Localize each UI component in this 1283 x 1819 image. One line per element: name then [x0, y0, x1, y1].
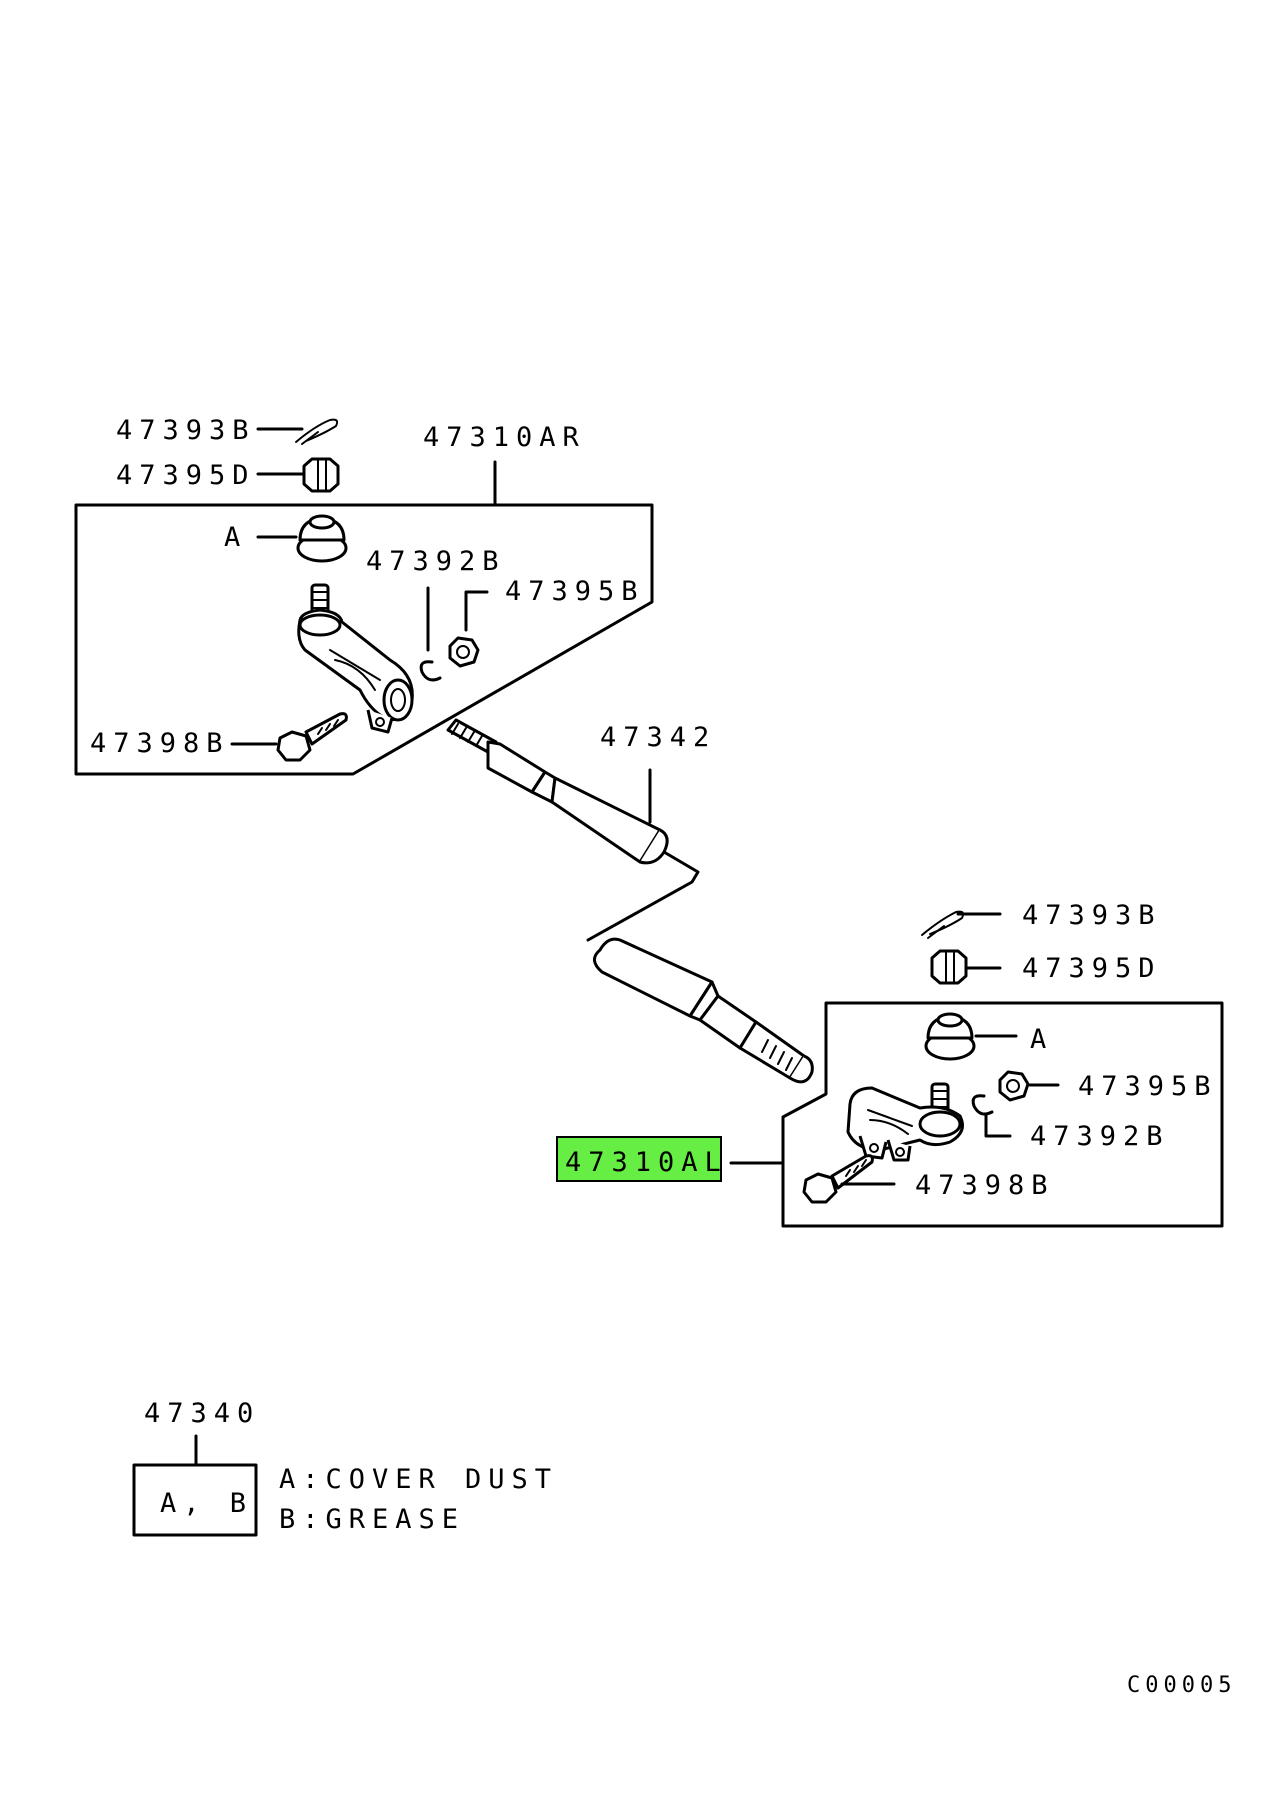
top-snap-ring-icon	[419, 660, 442, 682]
kit-group: 47340 A, B A:COVER DUST B:GREASE	[132, 1398, 558, 1537]
bottom-nut-icon	[998, 1070, 1030, 1102]
kit-box	[132, 1463, 258, 1537]
bottom-assembly-group: 47393B 47395D A 47395B 47392B	[556, 900, 1224, 1228]
bottom-cotter-pin-icon	[921, 910, 965, 939]
label-top-assembly[interactable]: 47310AR	[423, 422, 586, 453]
top-dust-cover-icon	[296, 514, 348, 563]
tie-rod-group: 47342	[446, 718, 814, 1084]
rod-break-line	[586, 850, 700, 942]
label-top-cotter-pin[interactable]: 47393B	[116, 415, 256, 446]
label-bottom-snap-ring[interactable]: 47392B	[1030, 1121, 1170, 1152]
top-assembly-outline	[74, 503, 654, 776]
top-cotter-pin-icon	[295, 418, 339, 445]
bottom-assembly-outline	[781, 1001, 1224, 1228]
label-top-castle-nut[interactable]: 47395D	[116, 460, 256, 491]
legend-b: B:GREASE	[279, 1504, 465, 1535]
highlight-bottom-assembly[interactable]	[556, 1136, 722, 1182]
label-kit[interactable]: 47340	[144, 1398, 260, 1429]
top-castle-nut-icon	[302, 457, 340, 493]
bottom-bolt-icon	[802, 1154, 874, 1204]
label-bottom-cotter-pin[interactable]: 47393B	[1022, 900, 1162, 931]
upper-rod-icon	[446, 718, 669, 865]
bottom-castle-nut-icon	[930, 949, 968, 985]
label-top-snap-ring[interactable]: 47392B	[366, 546, 506, 577]
label-top-cover[interactable]: A	[224, 522, 247, 553]
leader-bottom-snap-ring	[984, 1112, 1012, 1138]
top-nut-icon	[448, 636, 480, 668]
leader-top-nut	[464, 590, 489, 632]
lower-rod-icon	[593, 937, 814, 1084]
diagram-code: C00005	[1127, 1673, 1236, 1698]
bottom-dust-cover-icon	[924, 1012, 976, 1061]
top-bolt-icon	[276, 712, 348, 762]
label-bottom-cover[interactable]: A	[1030, 1024, 1053, 1055]
label-top-nut[interactable]: 47395B	[505, 576, 645, 607]
label-bottom-assembly[interactable]: 47310AL	[565, 1147, 728, 1178]
label-bottom-bolt[interactable]: 47398B	[915, 1170, 1055, 1201]
kit-box-label: A, B	[160, 1488, 253, 1519]
bottom-snap-ring-icon	[971, 1094, 994, 1116]
label-bottom-castle-nut[interactable]: 47395D	[1022, 953, 1162, 984]
label-bottom-nut[interactable]: 47395B	[1078, 1071, 1218, 1102]
top-assembly-group: 47310AR 47393B 47395D A 47392B 47395B	[74, 415, 654, 776]
legend-a: A:COVER DUST	[279, 1464, 558, 1495]
bottom-tie-rod-end-icon	[846, 1082, 964, 1162]
label-rod[interactable]: 47342	[600, 722, 716, 753]
top-tie-rod-end-icon	[297, 583, 414, 734]
label-top-bolt[interactable]: 47398B	[90, 728, 230, 759]
